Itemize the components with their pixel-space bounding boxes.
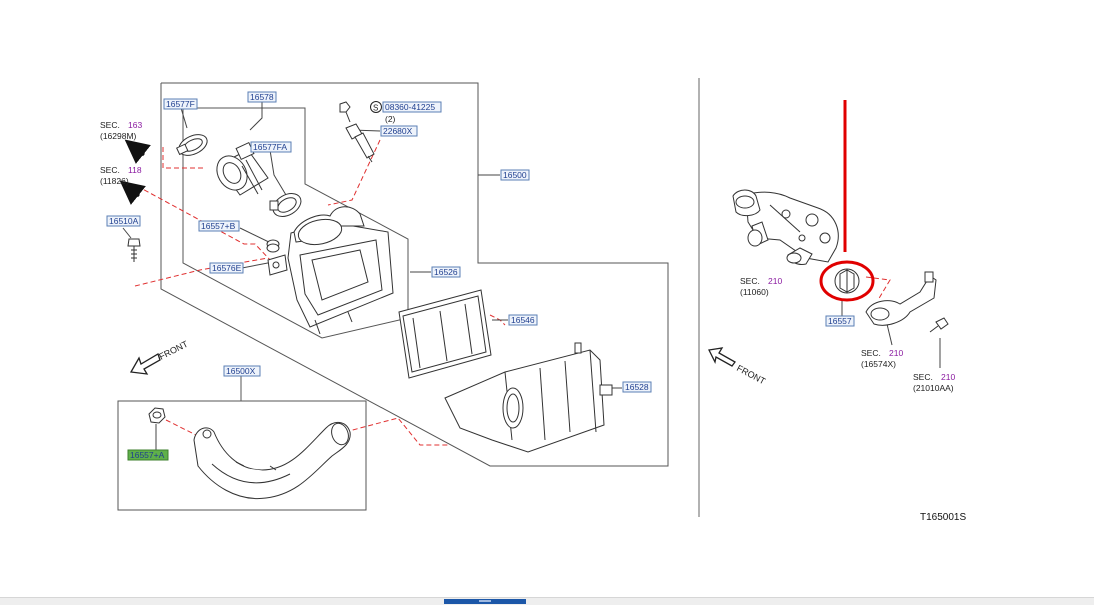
svg-text:16576E: 16576E bbox=[212, 263, 242, 273]
svg-text:16528: 16528 bbox=[625, 382, 649, 392]
svg-text:08360-41225: 08360-41225 bbox=[385, 102, 435, 112]
part-label-16577f[interactable]: 16577F bbox=[163, 98, 198, 110]
part-label-16557b[interactable]: 16557+B bbox=[198, 220, 240, 232]
svg-text:210: 210 bbox=[768, 276, 782, 286]
part-label-16576e[interactable]: 16576E bbox=[209, 262, 244, 274]
front-label-right: FRONT bbox=[735, 363, 768, 387]
svg-text:SEC.: SEC. bbox=[100, 165, 120, 175]
svg-text:SEC.: SEC. bbox=[740, 276, 760, 286]
part-label-08360-41225[interactable]: 08360-41225 bbox=[382, 101, 442, 113]
water-outlet-11060 bbox=[732, 189, 839, 265]
air-cleaner-upper-16526 bbox=[287, 206, 394, 335]
part-label-16526[interactable]: 16526 bbox=[431, 266, 461, 278]
bolt-16510a bbox=[127, 238, 141, 262]
air-cleaner-frame bbox=[160, 82, 669, 467]
inner-frame bbox=[182, 107, 409, 339]
hose-clamp-16577f bbox=[176, 134, 208, 156]
svg-text:(16298M): (16298M) bbox=[100, 131, 137, 141]
part-label-22680x[interactable]: 22680X bbox=[380, 125, 418, 137]
assembly-frames bbox=[117, 82, 669, 511]
bottom-scrollbar[interactable] bbox=[0, 597, 1094, 605]
scrollbar-grip-icon bbox=[479, 600, 491, 602]
svg-text:210: 210 bbox=[941, 372, 955, 382]
part-label-16557a-highlighted[interactable]: 16557+A bbox=[127, 449, 169, 461]
air-cleaner-lower-16528 bbox=[444, 342, 613, 453]
svg-text:163: 163 bbox=[128, 120, 142, 130]
annotation-circle bbox=[819, 260, 875, 302]
svg-text:118: 118 bbox=[128, 165, 142, 175]
svg-text:(11826): (11826) bbox=[100, 176, 129, 186]
svg-text:16500: 16500 bbox=[503, 170, 527, 180]
maf-sensor-16578 bbox=[216, 141, 269, 196]
sec-ref-118[interactable]: SEC. 118 (11826) bbox=[100, 165, 142, 186]
hose-clamp-16577fa bbox=[269, 193, 302, 217]
svg-text:16578: 16578 bbox=[250, 92, 274, 102]
sec-ref-210-11060[interactable]: SEC. 210 (11060) bbox=[740, 276, 782, 297]
svg-text:16577FA: 16577FA bbox=[253, 142, 287, 152]
svg-text:16557+B: 16557+B bbox=[201, 221, 236, 231]
svg-text:22680X: 22680X bbox=[383, 126, 413, 136]
part-label-16546[interactable]: 16546 bbox=[508, 314, 538, 326]
svg-text:16526: 16526 bbox=[434, 267, 458, 277]
svg-text:16500X: 16500X bbox=[226, 366, 256, 376]
sec-ref-210-21010aa[interactable]: SEC. 210 (21010AA) bbox=[913, 372, 955, 393]
cap-16557 bbox=[834, 268, 860, 294]
part-label-16500[interactable]: 16500 bbox=[500, 169, 530, 181]
bracket-16576e bbox=[267, 254, 288, 276]
svg-text:S: S bbox=[373, 104, 378, 113]
filter-element-16546 bbox=[398, 289, 492, 379]
section-arrows bbox=[119, 139, 151, 205]
front-label-left: FRONT bbox=[157, 339, 190, 362]
sec-ref-210-16574x[interactable]: SEC. 210 (16574X) bbox=[861, 348, 903, 369]
front-arrow-icon-right bbox=[708, 347, 736, 367]
svg-text:SEC.: SEC. bbox=[100, 120, 120, 130]
part-drawings bbox=[127, 101, 949, 500]
part-label-16557[interactable]: 16557 bbox=[825, 315, 855, 327]
svg-text:16557: 16557 bbox=[828, 316, 852, 326]
svg-text:210: 210 bbox=[889, 348, 903, 358]
grommet-16557b bbox=[266, 239, 280, 253]
sensor-22680x bbox=[345, 123, 375, 163]
red-annotation bbox=[819, 100, 875, 302]
part-labels: 16577F 16578 16577FA S 08360-41225 (2) 2… bbox=[106, 91, 855, 461]
grommet-16557a bbox=[148, 407, 166, 424]
screw-08360 bbox=[339, 101, 351, 123]
part-label-16500x[interactable]: 16500X bbox=[223, 365, 261, 377]
arrow-sec-163 bbox=[124, 139, 151, 164]
svg-text:16546: 16546 bbox=[511, 315, 535, 325]
sec-ref-163[interactable]: SEC. 163 (16298M) bbox=[100, 120, 142, 141]
quantity-note: (2) bbox=[385, 114, 396, 124]
part-label-16510a[interactable]: 16510A bbox=[106, 215, 141, 227]
bracket-16574x bbox=[865, 271, 937, 326]
svg-text:16510A: 16510A bbox=[109, 216, 139, 226]
svg-text:(11060): (11060) bbox=[740, 287, 769, 297]
front-arrow-icon-left bbox=[129, 353, 161, 375]
part-label-16578[interactable]: 16578 bbox=[247, 91, 277, 103]
duct-frame bbox=[117, 400, 367, 511]
svg-text:(16574X): (16574X) bbox=[861, 359, 896, 369]
svg-text:SEC.: SEC. bbox=[861, 348, 881, 358]
part-label-16577fa[interactable]: 16577FA bbox=[250, 141, 292, 153]
section-references: SEC. 163 (16298M) SEC. 118 (11826) SEC. … bbox=[100, 120, 955, 393]
part-label-16528[interactable]: 16528 bbox=[622, 381, 652, 393]
svg-text:SEC.: SEC. bbox=[913, 372, 933, 382]
svg-text:16557+A: 16557+A bbox=[130, 450, 165, 460]
screw-symbol-icon: S bbox=[370, 101, 382, 113]
svg-text:16577F: 16577F bbox=[166, 99, 195, 109]
drawing-id: T165001S bbox=[920, 512, 966, 523]
bolt-21010aa bbox=[929, 317, 949, 333]
arrow-sec-118 bbox=[119, 180, 146, 205]
air-duct-16500x bbox=[193, 422, 351, 500]
svg-text:(21010AA): (21010AA) bbox=[913, 383, 954, 393]
front-arrows bbox=[129, 347, 736, 375]
